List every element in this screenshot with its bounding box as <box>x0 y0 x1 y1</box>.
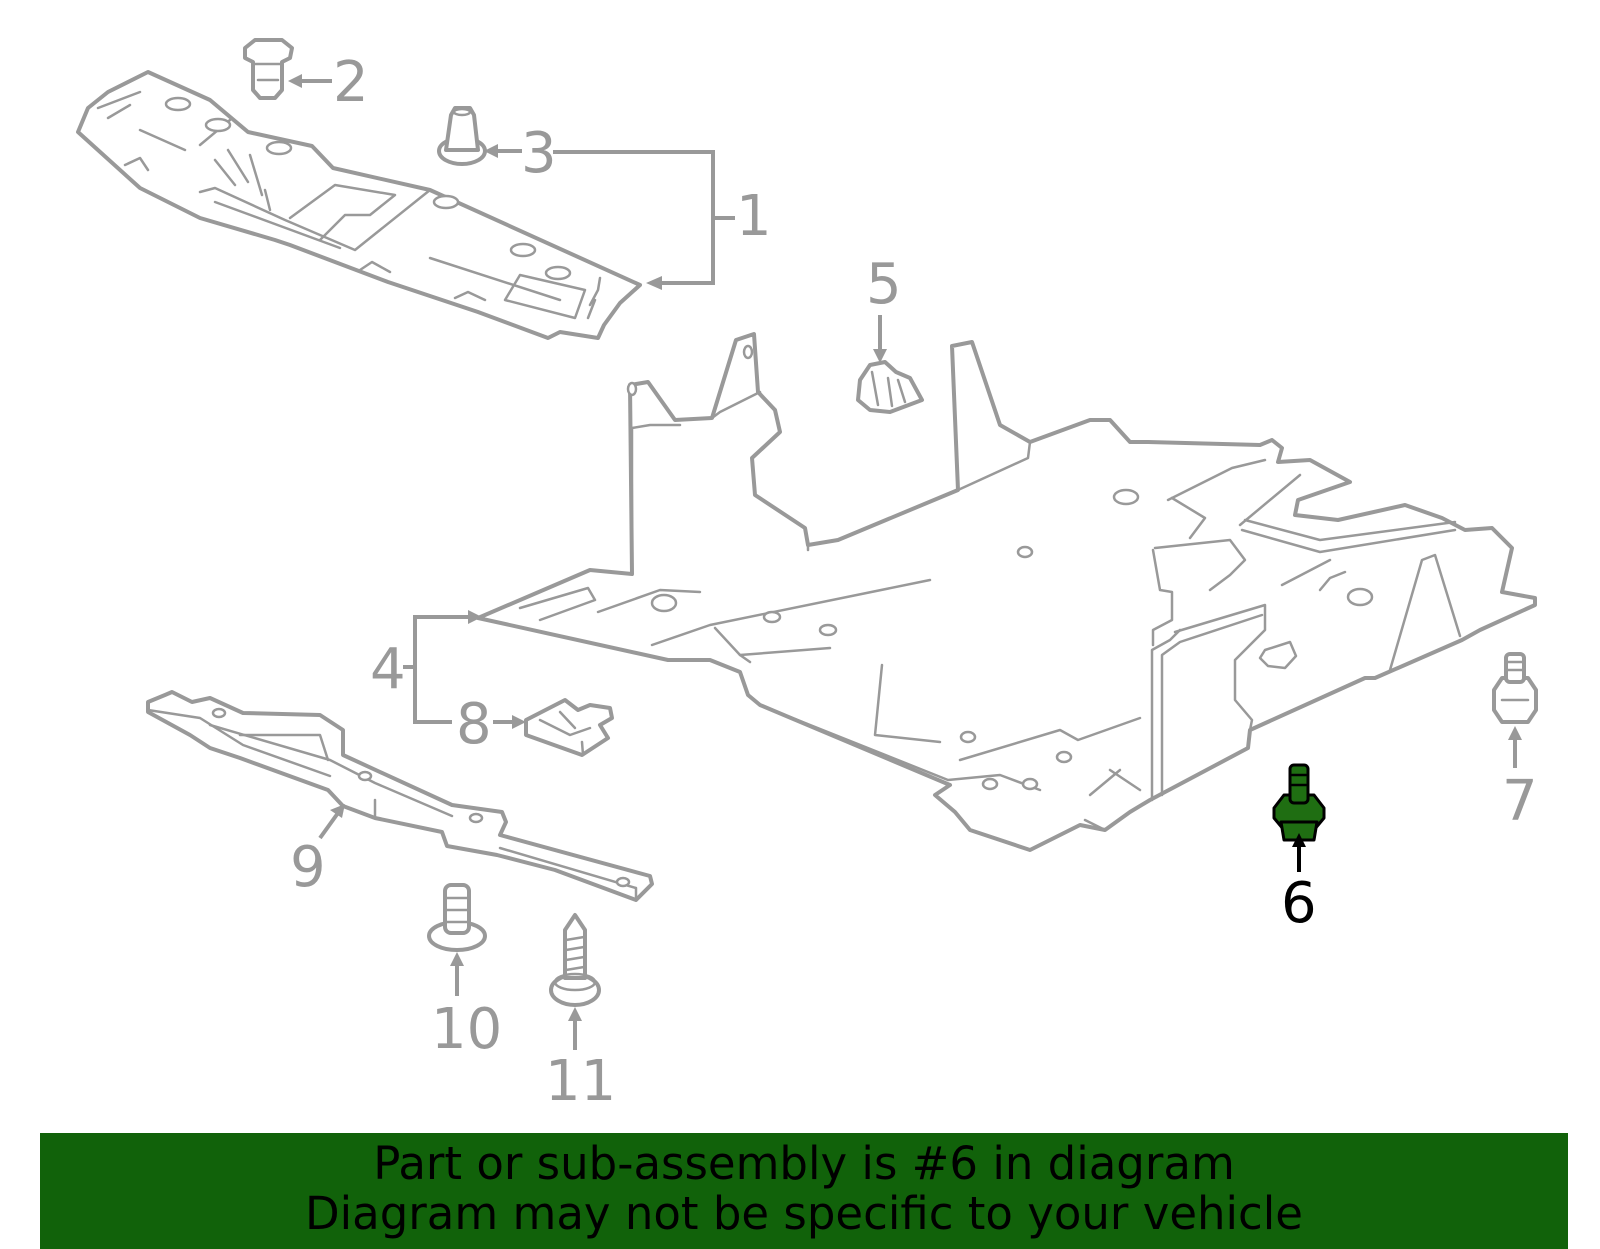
info-banner: Part or sub-assembly is #6 in diagram Di… <box>40 1133 1568 1249</box>
banner-line-1: Part or sub-assembly is #6 in diagram <box>373 1137 1235 1190</box>
part-3-grommet <box>437 106 487 166</box>
callout-5: 5 <box>866 252 902 317</box>
callout-6: 6 <box>1281 871 1317 936</box>
part-10-bolt <box>427 883 487 952</box>
callout-10: 10 <box>431 997 502 1062</box>
callout-2: 2 <box>333 50 369 115</box>
part-5-push-clip <box>856 360 924 414</box>
part-7-flange-bolt <box>1492 652 1538 724</box>
banner-line-2: Diagram may not be specific to your vehi… <box>305 1187 1303 1240</box>
part-2-clip <box>243 38 294 100</box>
part-6-bolt-highlighted <box>1272 763 1326 842</box>
part-4-under-cover <box>476 332 1537 852</box>
leaders <box>288 74 1522 1050</box>
callout-11: 11 <box>545 1049 616 1114</box>
callout-8: 8 <box>456 692 492 757</box>
part-9-bar <box>146 690 654 902</box>
part-8-nut-clip <box>524 698 614 757</box>
callouts: 1 2 3 4 5 6 7 8 9 10 11 <box>290 50 1538 1114</box>
callout-3: 3 <box>521 121 557 186</box>
part-1-upper-splash-shield <box>76 70 642 340</box>
callout-9: 9 <box>290 835 326 900</box>
callout-7: 7 <box>1502 769 1538 834</box>
callout-1: 1 <box>736 184 772 249</box>
part-11-bolt <box>549 913 601 1007</box>
callout-4: 4 <box>370 637 406 702</box>
